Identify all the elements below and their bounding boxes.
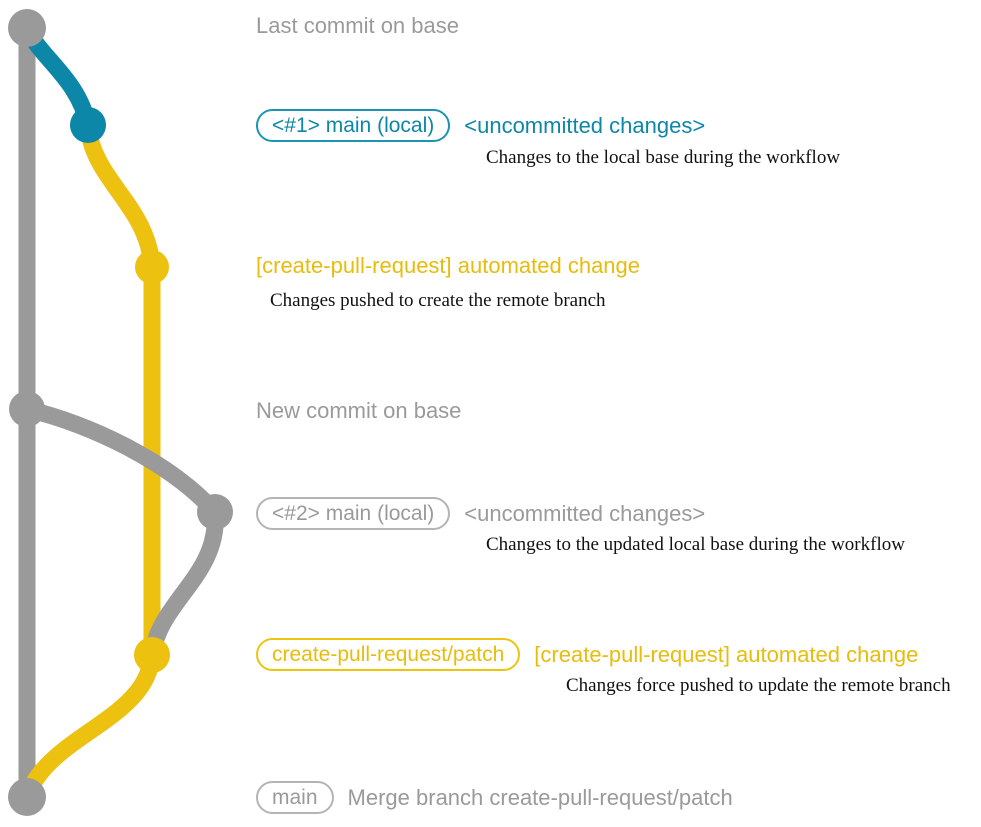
edge-patch2-to-merge [18, 646, 161, 806]
ref-badge-local-main-2[interactable]: <#2> main (local) [256, 497, 451, 530]
edge-local2-to-patch2 [143, 503, 224, 664]
node-merge [8, 778, 46, 816]
entry-headline: Last commit on base [256, 13, 459, 38]
entry-note-automated-change-1: Changes pushed to create the remote bran… [270, 290, 606, 311]
entry-local-main-2: <#2> main (local) <uncommitted changes> [256, 497, 705, 530]
ref-badge-local-main-1[interactable]: <#1> main (local) [256, 109, 451, 142]
entry-headline: [create-pull-request] automated change [534, 641, 919, 667]
entry-note-local-main-1: Changes to the local base during the wor… [486, 147, 841, 168]
edge-newbase-to-local2 [18, 400, 224, 521]
node-patch-1 [135, 250, 169, 284]
ref-badge-create-pull-request-patch[interactable]: create-pull-request/patch [256, 638, 521, 671]
node-local-2 [197, 494, 233, 530]
node-patch-2 [134, 637, 170, 673]
entry-note-local-main-2: Changes to the updated local base during… [486, 534, 905, 555]
node-local-1 [70, 107, 106, 143]
entry-automated-change-2: create-pull-request/patch [create-pull-r… [256, 638, 918, 671]
ref-badge-main[interactable]: main [256, 781, 334, 814]
edge-local1-to-patch1 [79, 116, 161, 276]
entry-merge-main: main Merge branch create-pull-request/pa… [256, 781, 733, 814]
entry-headline: <uncommitted changes> [464, 500, 706, 526]
node-base-top [8, 9, 46, 47]
node-base-new [9, 391, 45, 427]
entry-headline: <uncommitted changes> [464, 112, 706, 138]
entry-note-automated-change-2: Changes force pushed to update the remot… [566, 675, 951, 696]
entry-headline: Merge branch create-pull-request/patch [347, 784, 733, 810]
entry-new-commit-on-base: New commit on base [256, 400, 461, 422]
entry-local-main-1: <#1> main (local) <uncommitted changes> [256, 109, 705, 142]
entry-automated-change-1: [create-pull-request] automated change [256, 255, 640, 277]
entry-headline: [create-pull-request] automated change [256, 253, 641, 278]
entry-headline: New commit on base [256, 398, 462, 423]
entry-last-commit-on-base: Last commit on base [256, 15, 459, 37]
